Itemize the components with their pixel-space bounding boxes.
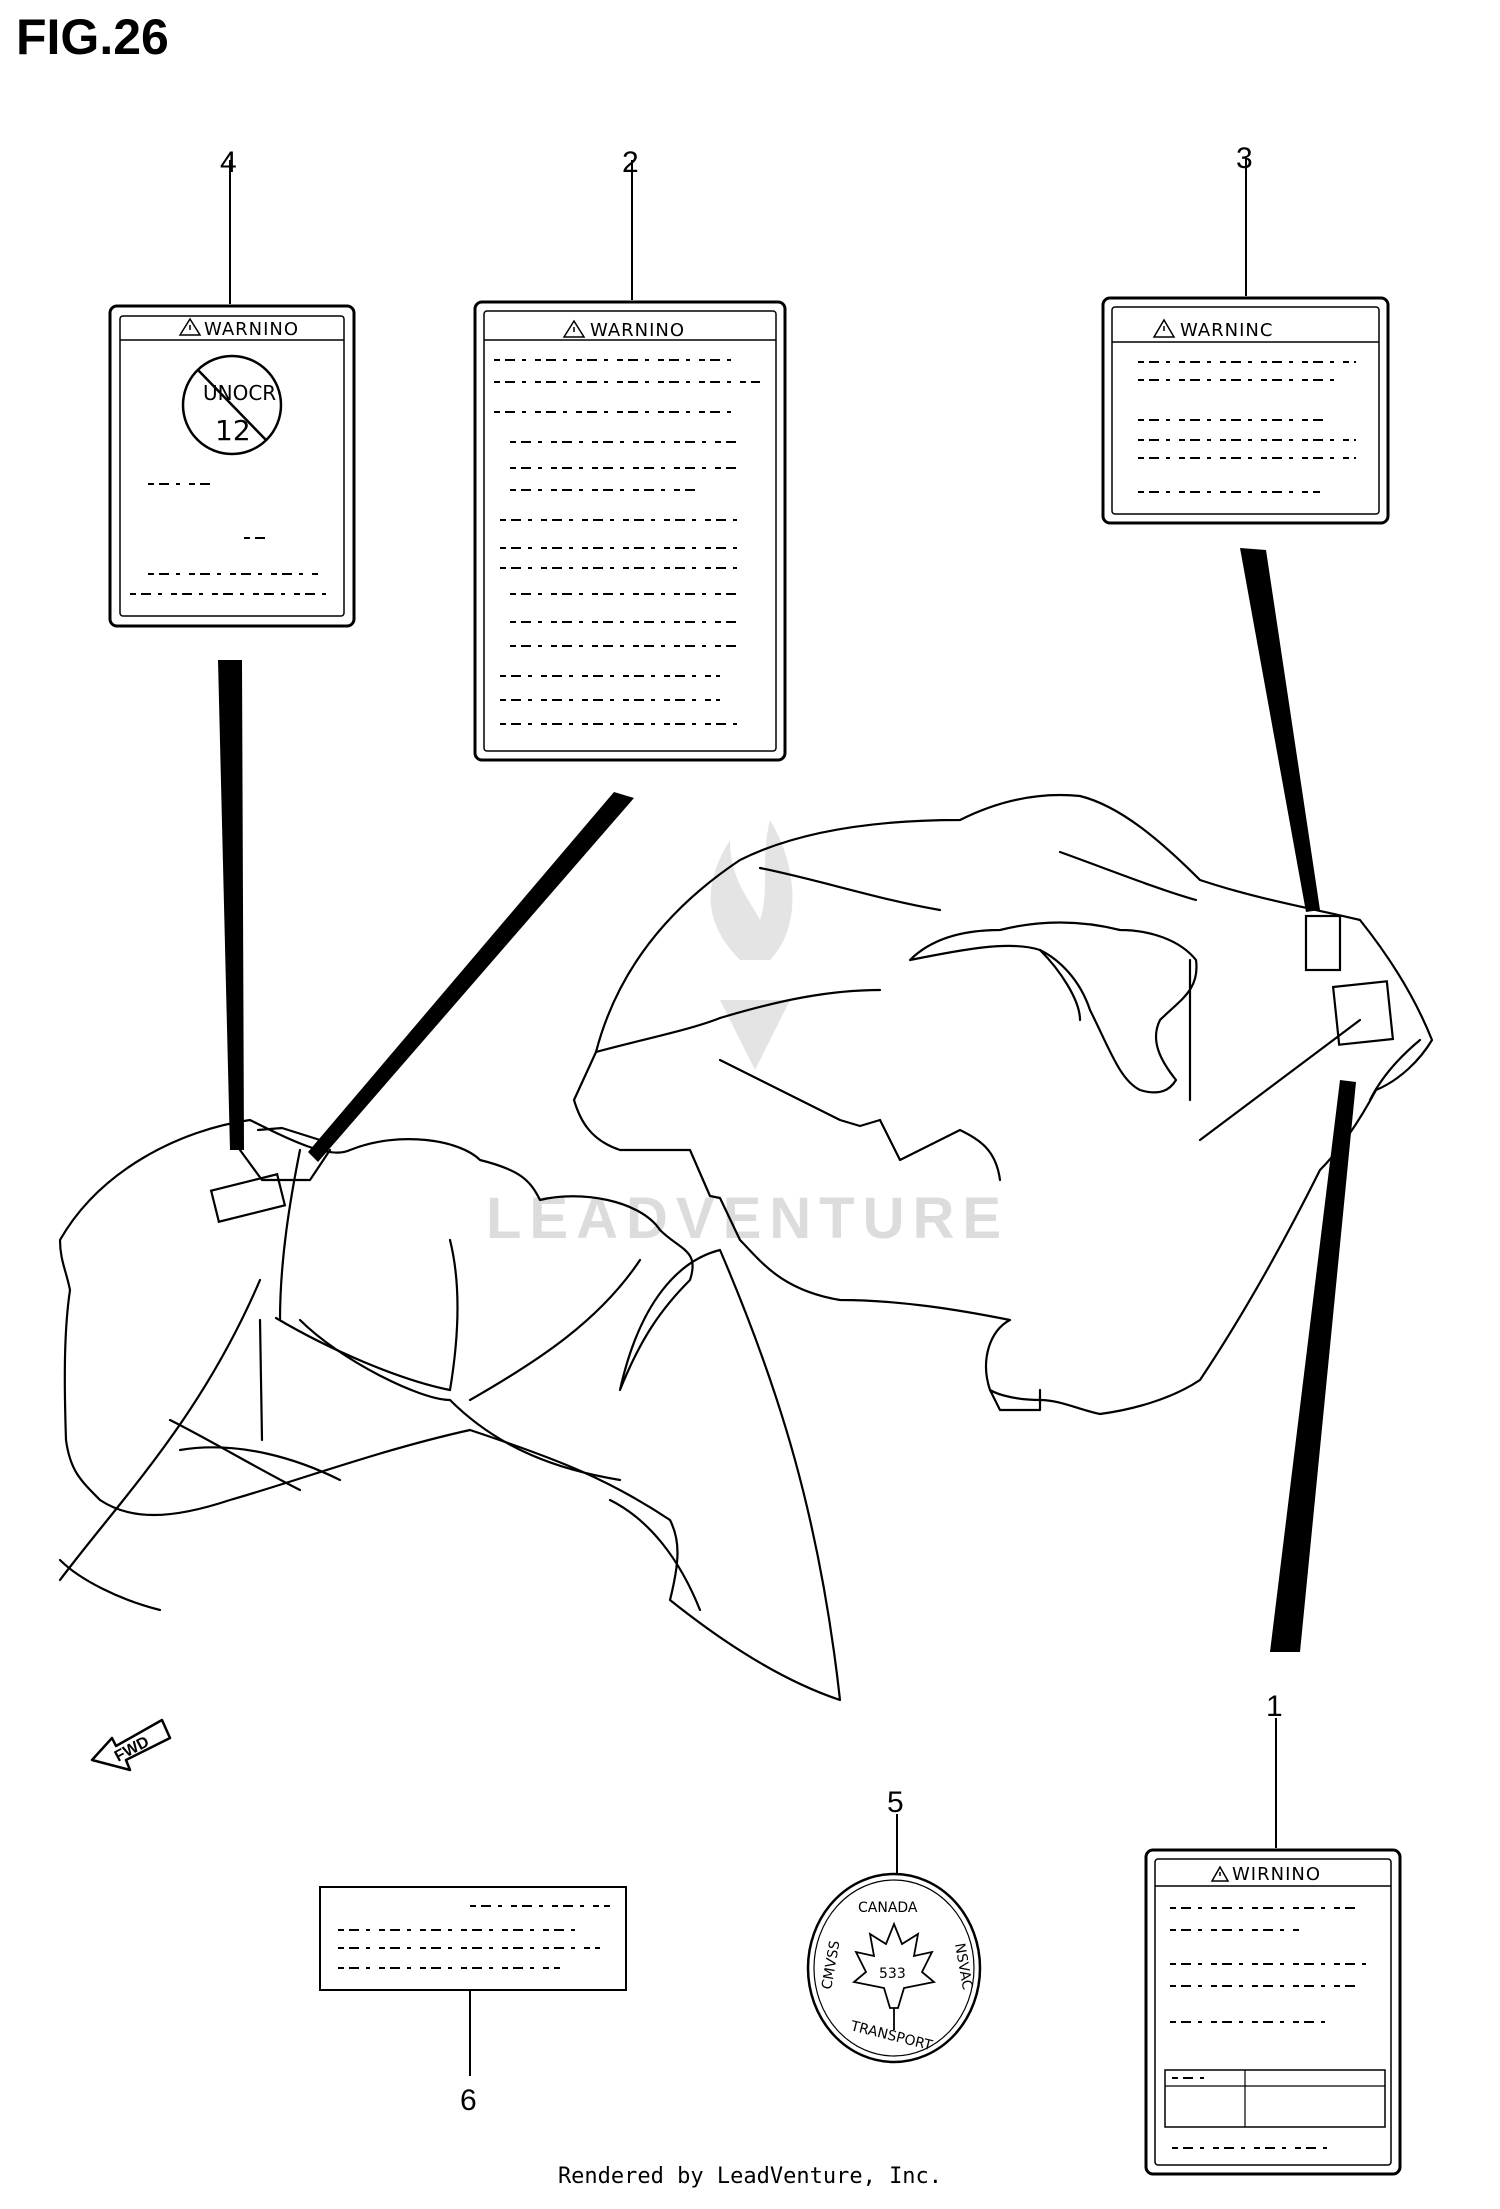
callout-number: 4 bbox=[220, 146, 237, 179]
age-icon-number: 12 bbox=[215, 414, 251, 447]
label-fine-print bbox=[1170, 1907, 1370, 2023]
label-part-2[interactable]: 2 WARNINO bbox=[473, 146, 787, 762]
label-part-4[interactable]: 4 WARNINO UNOCR 12 bbox=[108, 146, 356, 628]
label-fine-print bbox=[338, 1905, 610, 1969]
label-outline bbox=[1144, 1848, 1402, 2176]
label-position-marker bbox=[209, 1172, 287, 1224]
no-under-age-icon: UNOCR 12 bbox=[181, 354, 283, 456]
seal-center-number: 533 bbox=[879, 1966, 906, 1982]
figure-title: FIG.26 bbox=[16, 9, 169, 65]
callout-number: 6 bbox=[460, 2084, 477, 2117]
footer-credit: Rendered by LeadVenture, Inc. bbox=[557, 2164, 943, 2189]
label-part-1[interactable]: 1 WIRNINO bbox=[1144, 1690, 1402, 2176]
warning-triangle-icon bbox=[178, 317, 202, 336]
label-fine-print bbox=[494, 359, 760, 725]
label-part-5[interactable]: 5 CANADA CMVSS NSVAC TRANSPORT 533 bbox=[806, 1786, 982, 2064]
warning-triangle-icon bbox=[562, 319, 586, 338]
rear-fender[interactable] bbox=[572, 793, 1434, 1416]
seal-text-top: CANADA bbox=[858, 1900, 918, 1916]
forward-arrow-icon: FWD bbox=[90, 1718, 172, 1772]
label-inner-border bbox=[1111, 306, 1380, 515]
label-fine-print bbox=[130, 483, 332, 595]
callout-number: 1 bbox=[1266, 1690, 1283, 1723]
warning-heading: WARNINO bbox=[204, 319, 299, 340]
callout-number: 2 bbox=[622, 146, 639, 179]
flame-logo-icon bbox=[710, 820, 793, 1070]
warning-heading: WARNINC bbox=[1180, 320, 1273, 341]
leader-wedges bbox=[218, 548, 1356, 1652]
maple-leaf-icon bbox=[851, 1921, 937, 2030]
watermark: LEADVENTURE bbox=[486, 820, 1001, 1251]
label-info-table bbox=[1164, 2069, 1386, 2149]
label-position-marker bbox=[1304, 914, 1342, 972]
label-inner-border bbox=[1154, 1858, 1392, 2166]
label-part-6[interactable]: 6 bbox=[319, 1886, 627, 2117]
label-inner-border bbox=[483, 310, 777, 752]
warning-heading: WIRNINO bbox=[1232, 1864, 1321, 1885]
label-position-marker bbox=[1331, 980, 1395, 1046]
label-part-3[interactable]: 3 WARNINC bbox=[1101, 142, 1390, 525]
label-fine-print bbox=[1138, 361, 1356, 493]
label-outline bbox=[108, 304, 356, 628]
age-icon-text: UNOCR bbox=[203, 381, 276, 405]
label-outline bbox=[1101, 296, 1390, 525]
callout-number: 5 bbox=[887, 1786, 904, 1819]
warning-triangle-icon bbox=[1210, 1865, 1230, 1882]
callout-number: 3 bbox=[1236, 142, 1253, 175]
warning-triangle-icon bbox=[1152, 318, 1176, 338]
label-inner-border bbox=[119, 315, 345, 617]
front-fender[interactable] bbox=[58, 1118, 842, 1702]
label-outline bbox=[319, 1886, 627, 1991]
warning-heading: WARNINO bbox=[590, 320, 685, 341]
label-outline bbox=[473, 300, 787, 762]
seal-outline bbox=[806, 1872, 982, 2064]
